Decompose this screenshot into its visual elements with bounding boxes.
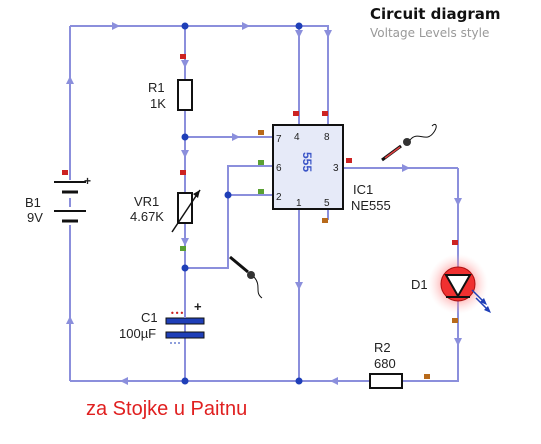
vr1-ref: VR1 [134,194,159,209]
d1-ref: D1 [411,277,428,292]
junction-node [295,22,303,30]
ic1-value: NE555 [351,198,391,213]
ic-pin-2: 2 [276,192,282,203]
flow-arrow [454,338,462,346]
wire-top-rail [70,25,329,128]
flow-arrow [181,60,189,68]
junction-node [224,191,232,199]
junction-node [181,22,189,30]
voltage-marker [322,111,328,116]
flow-arrow [232,133,240,141]
wire-pin6 [185,165,273,269]
ic-555: 4 8 7 6 2 3 1 5 555 IC1 NE555 [272,124,391,213]
junction-node [181,133,189,141]
junction-node [181,264,189,272]
junction-node [295,377,303,385]
r2-ref: R2 [374,340,391,355]
flow-arrow [242,22,250,30]
potentiometer-vr1: VR1 4.67K [130,189,201,233]
battery-plus-sign: + [84,174,91,188]
voltage-marker [258,130,264,135]
voltage-marker [180,170,186,175]
cap-plus-sign: + [194,299,202,314]
probe-bottom [229,255,263,299]
voltage-marker [258,160,264,165]
flow-arrows [66,22,462,385]
battery-b1: + B1 9V [25,174,91,225]
c1-ref: C1 [141,310,158,325]
flow-arrow [181,150,189,158]
junction-node [181,377,189,385]
diagram-subtitle: Voltage Levels style [370,26,490,40]
voltage-marker [452,240,458,245]
voltage-marker [452,318,458,323]
voltage-marker [258,189,264,194]
voltage-marker [346,158,352,163]
wire-r2-led [402,168,459,382]
resistor-r1: R1 1K [148,79,193,111]
ic-pin-4: 4 [294,132,300,143]
flow-arrow [181,238,189,246]
voltage-marker [322,218,328,223]
flow-arrow [324,30,332,38]
b1-ref: B1 [25,195,41,210]
flow-arrow [295,30,303,38]
ic-pin-7: 7 [276,134,282,145]
r1-value: 1K [150,96,166,111]
junction-nodes [181,22,303,385]
probe-top-right [381,123,437,162]
resistor-r2: R2 680 [369,340,403,389]
r1-ref: R1 [148,80,165,95]
ic-pin-6: 6 [276,163,282,174]
voltage-marker [293,111,299,116]
capacitor-c1: + ••• C1 100µF [119,299,205,344]
caption-text: za Stojke u Paitnu [86,398,248,420]
ic-pin-3: 3 [333,163,339,174]
c1-value: 100µF [119,326,156,341]
b1-value: 9V [27,210,43,225]
flow-arrow [330,377,338,385]
voltage-markers [62,54,458,379]
flow-arrow [402,164,410,172]
voltage-marker [424,374,430,379]
flow-arrow [120,377,128,385]
ic1-ref: IC1 [353,182,373,197]
voltage-marker [180,54,186,59]
led-d1: D1 [411,254,491,314]
vr1-value: 4.67K [130,209,164,224]
ic-pin-1: 1 [296,198,302,209]
flow-arrow [112,22,120,30]
flow-arrow [66,76,74,84]
r2-value: 680 [374,356,396,371]
voltage-marker [62,170,68,175]
cap-charge-dots: ••• [170,309,184,318]
diagram-title: Circuit diagram [370,5,501,23]
flow-arrow [295,282,303,290]
flow-arrow [66,316,74,324]
ic-pin-8: 8 [324,132,330,143]
flow-arrow [454,198,462,206]
voltage-marker [180,246,186,251]
ic-chip-text: 555 [300,152,314,172]
ic-pin-5: 5 [324,198,330,209]
